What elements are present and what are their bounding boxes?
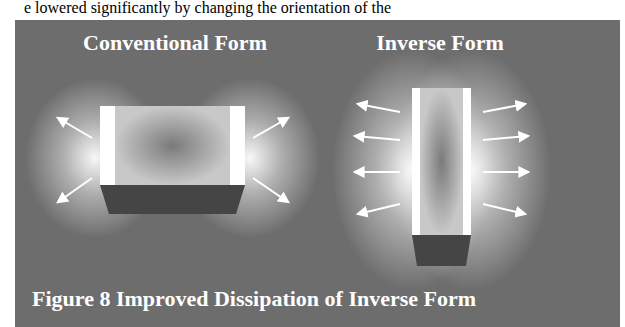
form-heading: Inverse Form [376, 30, 504, 56]
chip-conventional [100, 106, 245, 214]
figure-caption: Figure 8 Improved Dissipation of Inverse… [32, 286, 476, 312]
heat-glow [391, 50, 551, 290]
body-text-fragment: e lowered significantly by changing the … [24, 0, 391, 17]
panel [15, 20, 620, 327]
form-heading: Conventional Form [83, 30, 267, 56]
heat-arrows [58, 104, 528, 214]
chip-inverse [412, 88, 471, 266]
